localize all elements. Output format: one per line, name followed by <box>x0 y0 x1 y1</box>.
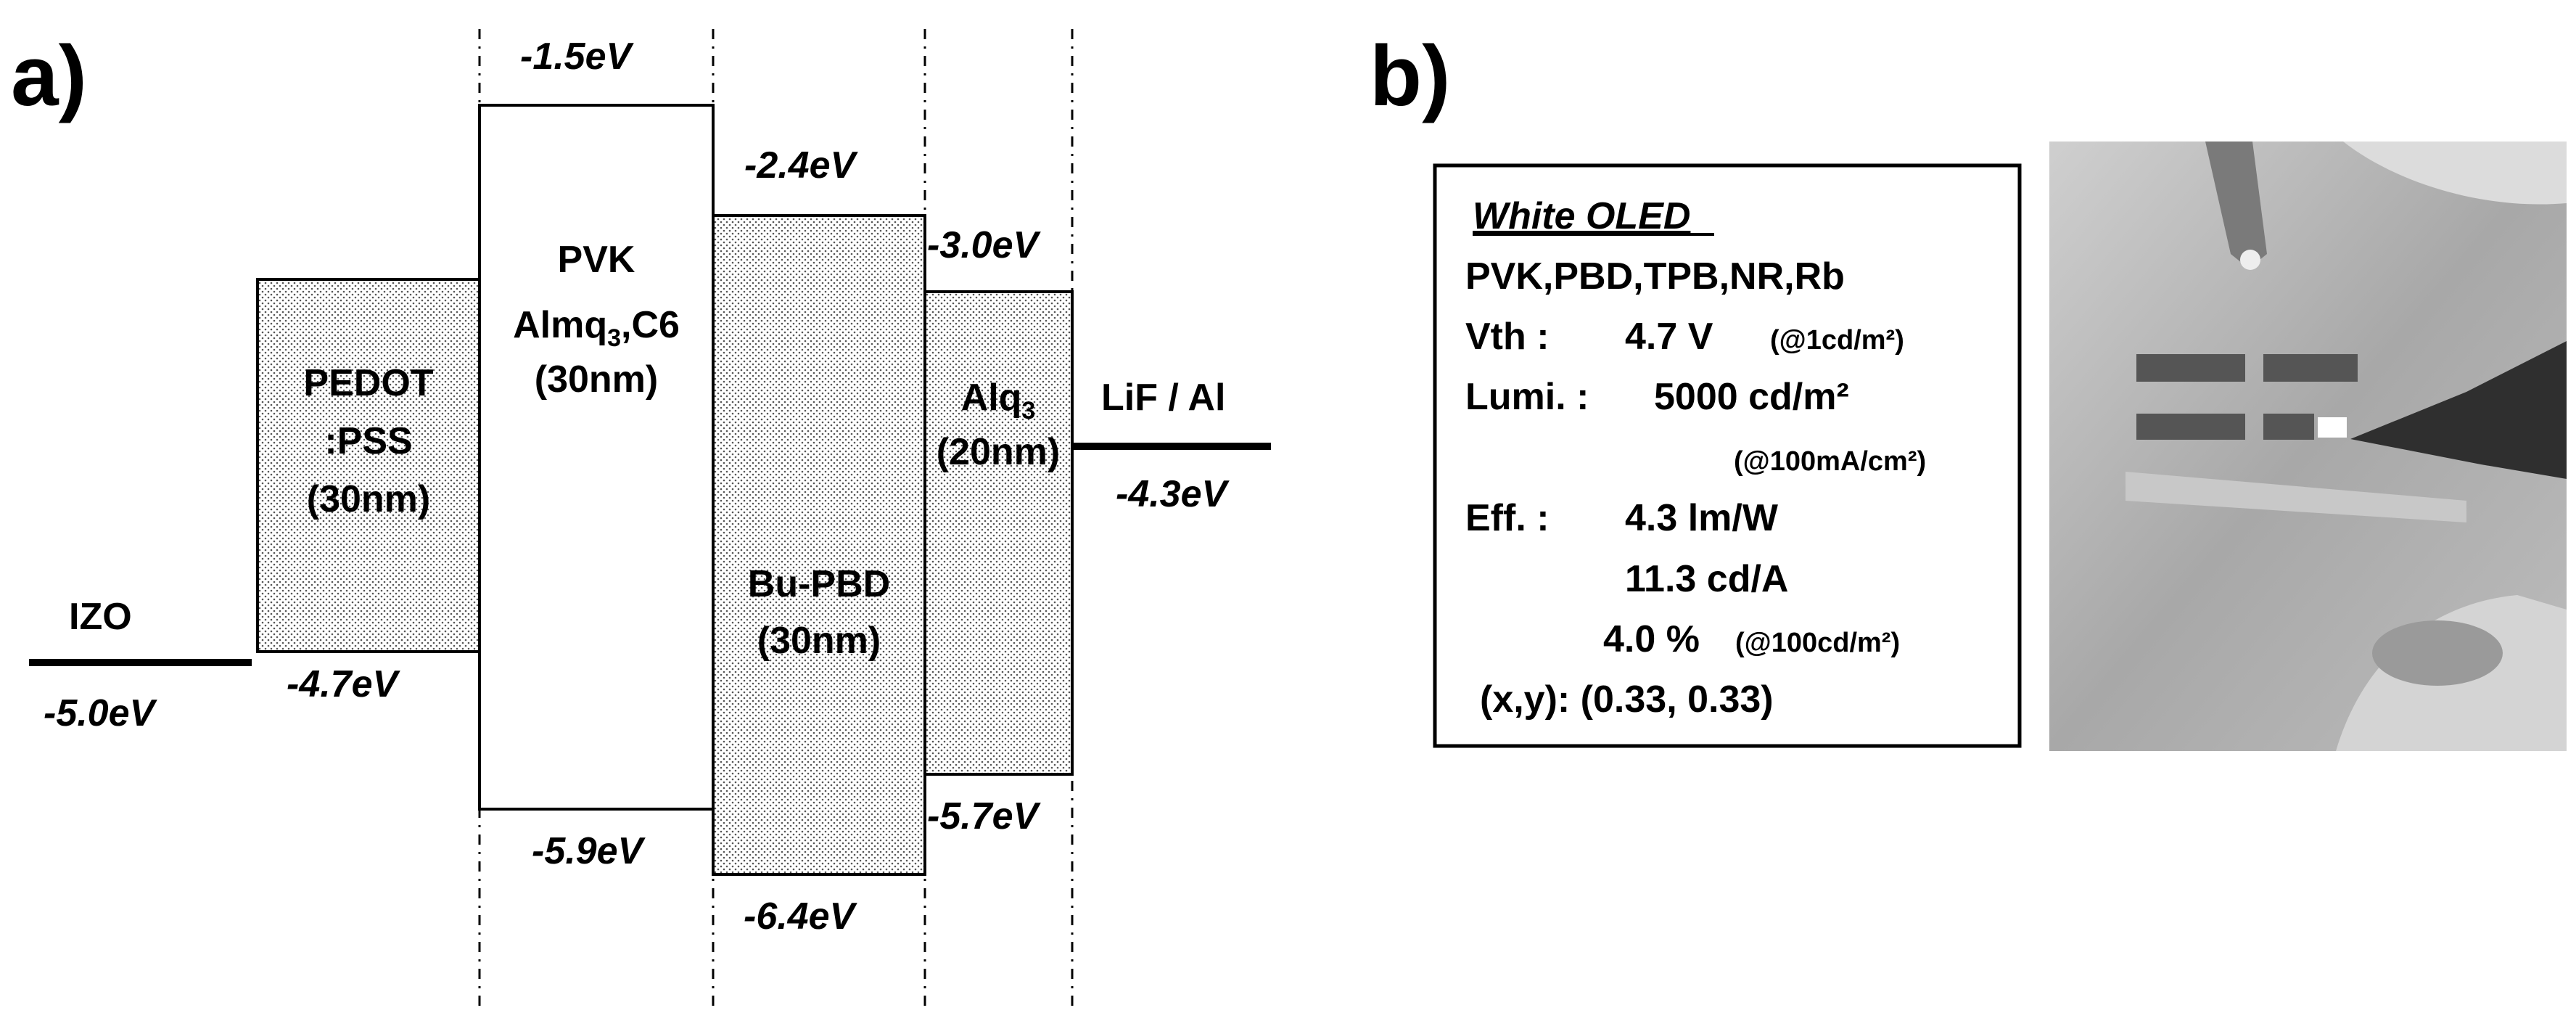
finger-top <box>2343 142 2567 205</box>
bupbd-homo: -6.4eV <box>744 895 858 938</box>
device-photo <box>2049 142 2567 751</box>
lumi-label: Lumi. : <box>1465 376 1589 418</box>
pvk-lumo: -1.5eV <box>520 36 635 78</box>
vth-label: Vth : <box>1465 316 1550 358</box>
pedot-homo: -4.7eV <box>287 663 401 705</box>
vth-value: 4.7 V <box>1625 316 1713 358</box>
device-title: White OLED <box>1473 195 1690 237</box>
pvk-band <box>478 104 715 811</box>
alq-lumo: -3.0eV <box>927 224 1042 266</box>
bupbd-line-1: Bu-PBD <box>748 563 890 605</box>
lumi-value: 5000 cd/m² <box>1654 376 1849 418</box>
pvk-line-1: PVK <box>558 239 635 281</box>
device-info-box <box>1433 163 2022 748</box>
izo-energy: -5.0eV <box>44 692 158 734</box>
eff-label: Eff. : <box>1465 497 1550 539</box>
alq-homo: -5.7eV <box>927 795 1042 837</box>
bupbd-band <box>712 214 926 876</box>
probe-tip <box>2205 142 2267 268</box>
pedot-line-1: PEDOT <box>303 362 433 404</box>
bupbd-line-2: (30nm) <box>757 620 881 662</box>
alq-band <box>923 290 1074 776</box>
pedot-line-2: :PSS <box>324 420 412 462</box>
pvk-homo: -5.9eV <box>532 830 646 872</box>
device-pad <box>2136 414 2245 440</box>
panel-b-label: b) <box>1370 28 1450 124</box>
device-pad <box>2263 354 2358 382</box>
pedot-line-3: (30nm) <box>307 478 430 520</box>
eff-value-percent: 4.0 % <box>1603 618 1700 660</box>
lif-al-label: LiF / Al <box>1101 377 1225 419</box>
device-pad <box>2263 414 2314 440</box>
bupbd-lumo: -2.4eV <box>744 144 859 186</box>
probe-right <box>2350 341 2567 479</box>
probe-highlight <box>2240 250 2260 270</box>
eff-condition: (@100cd/m²) <box>1735 628 1900 658</box>
eff-value-cda: 11.3 cd/A <box>1625 558 1788 600</box>
finger-shadow <box>2372 620 2503 686</box>
eff-value-lmw: 4.3 lm/W <box>1625 497 1779 539</box>
device-pad <box>2136 354 2245 382</box>
cie-coordinates: (x,y): (0.33, 0.33) <box>1480 678 1774 721</box>
lif-al-energy: -4.3eV <box>1116 473 1230 515</box>
vth-condition: (@1cd/m²) <box>1770 325 1904 356</box>
pedot-band <box>256 278 481 653</box>
substrate-reflection <box>2126 472 2466 522</box>
pvk-line-3: (30nm) <box>535 358 658 401</box>
panel-a-label: a) <box>11 28 87 124</box>
device-materials: PVK,PBD,TPB,NR,Rb <box>1465 255 1845 298</box>
lit-pixel <box>2318 417 2347 438</box>
alq-line-2: (20nm) <box>937 431 1060 473</box>
lumi-condition: (@100mA/cm²) <box>1734 446 1926 477</box>
pvk-line-2: Almq3,C6 <box>513 304 680 352</box>
izo-label: IZO <box>69 596 132 638</box>
